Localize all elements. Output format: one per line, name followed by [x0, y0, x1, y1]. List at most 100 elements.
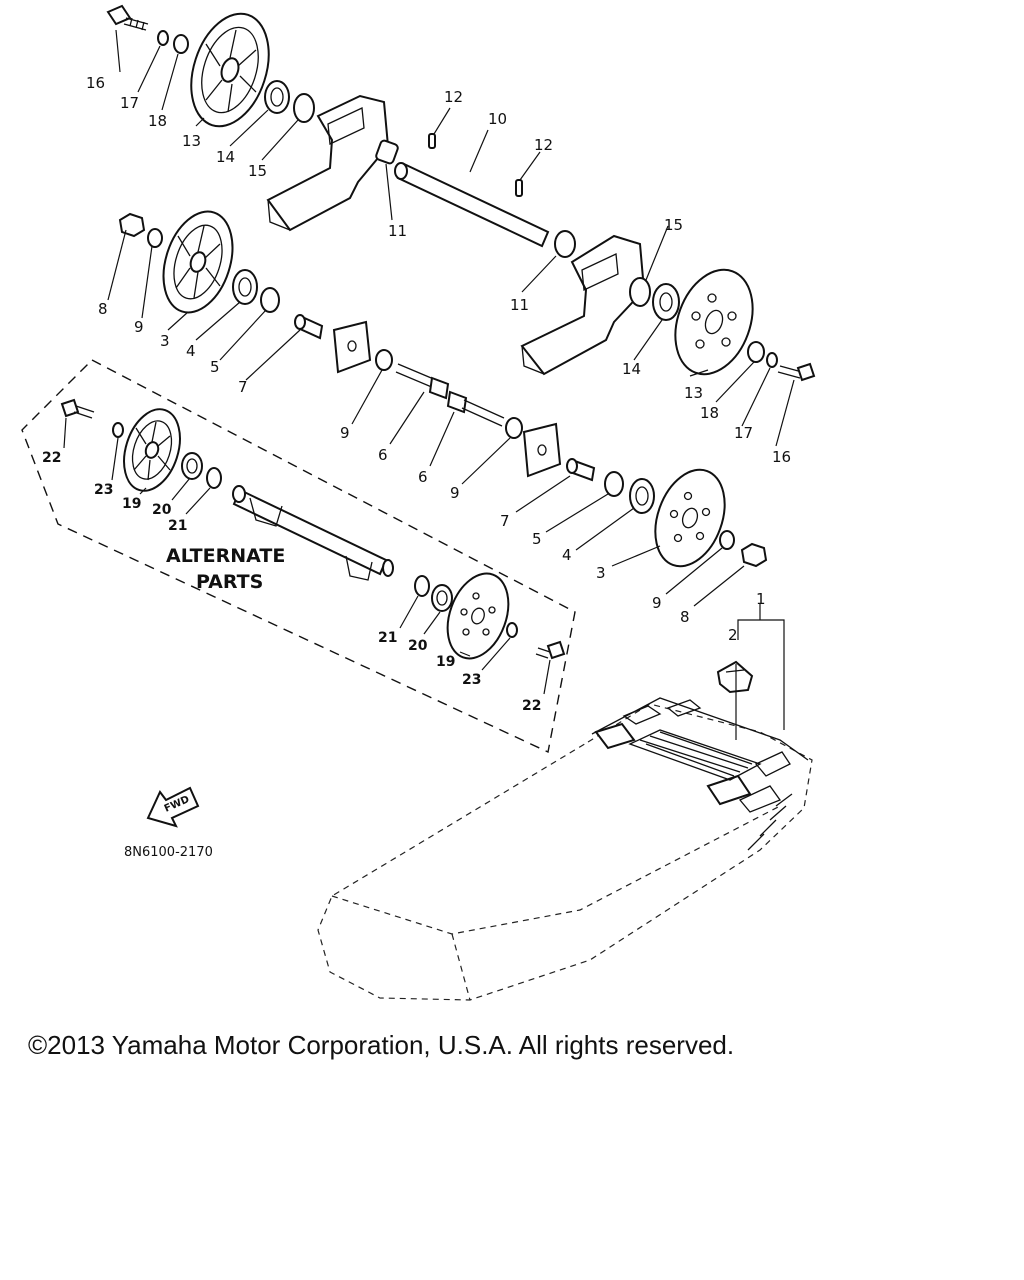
clip-2	[716, 660, 754, 694]
callout-12: 12	[444, 88, 463, 106]
bearing-4-right	[629, 478, 655, 514]
bolt-16-right	[777, 362, 816, 382]
bolt-22-alt-upper	[60, 398, 95, 419]
nut-8-upper	[118, 212, 146, 238]
callout-8: 8	[98, 300, 108, 318]
callout-18: 18	[148, 112, 167, 130]
callout-9: 9	[340, 424, 350, 442]
callout-19: 19	[436, 654, 455, 670]
bolt-6-upper	[395, 363, 450, 400]
circlip-21-alt-lower	[414, 575, 430, 597]
exploded-parts-diagram: FWD	[21, 4, 816, 1001]
callout-1: 1	[756, 590, 766, 608]
bearing-4-left	[232, 269, 258, 305]
spacer-7-right	[566, 458, 596, 482]
callout-9: 9	[652, 594, 662, 612]
callout-21: 21	[168, 518, 187, 534]
circlip-5-left	[260, 287, 280, 313]
plate-right	[522, 422, 562, 478]
washer-18-right	[747, 341, 765, 363]
callout-20: 20	[408, 638, 428, 654]
washer-9-center-lower	[505, 417, 523, 439]
washer-23-alt-upper	[112, 422, 124, 438]
bracket-left	[266, 94, 390, 232]
bearing-20-alt-lower	[431, 584, 453, 612]
callout-22: 22	[42, 450, 61, 466]
callout-7: 7	[500, 512, 510, 530]
copyright-notice: ©2013 Yamaha Motor Corporation, U.S.A. A…	[28, 1030, 735, 1060]
callout-23: 23	[94, 482, 113, 498]
callout-6: 6	[418, 468, 428, 486]
callout-13: 13	[182, 132, 201, 150]
circlip-15-right	[629, 277, 651, 307]
bearing-14-right	[652, 283, 680, 321]
callout-17: 17	[120, 94, 139, 112]
callout-9: 9	[134, 318, 144, 336]
washer-9-right-lower	[719, 530, 735, 550]
plate-left	[332, 320, 372, 374]
wheel-13-right	[674, 268, 754, 376]
callout-20: 20	[152, 502, 172, 518]
drawing-code: 8N6100-2170	[124, 845, 213, 860]
callout-15: 15	[664, 216, 683, 234]
callout-9: 9	[450, 484, 460, 502]
bracket-right	[520, 234, 646, 376]
callout-4: 4	[186, 342, 196, 360]
callout-16: 16	[772, 448, 791, 466]
washer-9-center-upper	[375, 349, 393, 371]
callout-10: 10	[488, 110, 507, 128]
pin-12-upper	[428, 133, 436, 149]
washer-17-right	[766, 352, 778, 368]
callout-14: 14	[622, 360, 641, 378]
alternate-parts-title-line1: ALTERNATE	[166, 545, 285, 567]
callout-3: 3	[596, 564, 606, 582]
nut-8-lower	[740, 542, 768, 568]
wheel-13-upper-left	[190, 12, 270, 128]
bolt-16-upper-left	[106, 4, 149, 31]
callout-5: 5	[532, 530, 542, 548]
callout-6: 6	[378, 446, 388, 464]
circlip-5-right	[604, 471, 624, 497]
callout-8: 8	[680, 608, 690, 626]
callout-13: 13	[684, 384, 703, 402]
leader-lines	[63, 29, 795, 740]
alternate-parts-title-line2: PARTS	[196, 571, 263, 593]
spacer-7-left	[294, 314, 324, 340]
wheel-19-alt-lower	[446, 572, 510, 660]
washer-23-alt-lower	[506, 622, 518, 638]
callout-5: 5	[210, 358, 220, 376]
circlip-21-alt-upper	[206, 467, 222, 489]
circlip-15-upper-left	[293, 93, 315, 123]
callout-14: 14	[216, 148, 235, 166]
pin-12-lower	[515, 179, 523, 197]
callout-11: 11	[510, 296, 529, 314]
track-belt-1	[317, 697, 813, 1001]
callout-11: 11	[388, 222, 407, 240]
washer-17-upper-left	[157, 30, 169, 46]
callout-21: 21	[378, 630, 397, 646]
callout-23: 23	[462, 672, 481, 688]
callout-17: 17	[734, 424, 753, 442]
callout-22: 22	[522, 698, 541, 714]
shaft-10	[394, 162, 550, 248]
callout-2: 2	[728, 626, 738, 644]
callout-18: 18	[700, 404, 719, 422]
callout-4: 4	[562, 546, 572, 564]
callout-19: 19	[122, 496, 141, 512]
wheel-3-left	[162, 210, 234, 314]
callout-16: 16	[86, 74, 105, 92]
washer-18-upper-left	[173, 34, 189, 54]
collar-11-upper	[375, 139, 399, 165]
wheel-3-right	[654, 468, 726, 568]
bearing-14-upper-left	[264, 80, 290, 114]
wheel-19-alt-upper	[123, 408, 181, 492]
callout-12: 12	[534, 136, 553, 154]
callout-7: 7	[238, 378, 248, 396]
bearing-20-alt-upper	[181, 452, 203, 480]
fwd-arrow-icon: FWD	[146, 786, 200, 828]
callout-3: 3	[160, 332, 170, 350]
washer-9-upper-left	[147, 228, 163, 248]
alt-axle	[232, 485, 394, 581]
callout-15: 15	[248, 162, 267, 180]
bolt-6-lower	[446, 390, 505, 427]
